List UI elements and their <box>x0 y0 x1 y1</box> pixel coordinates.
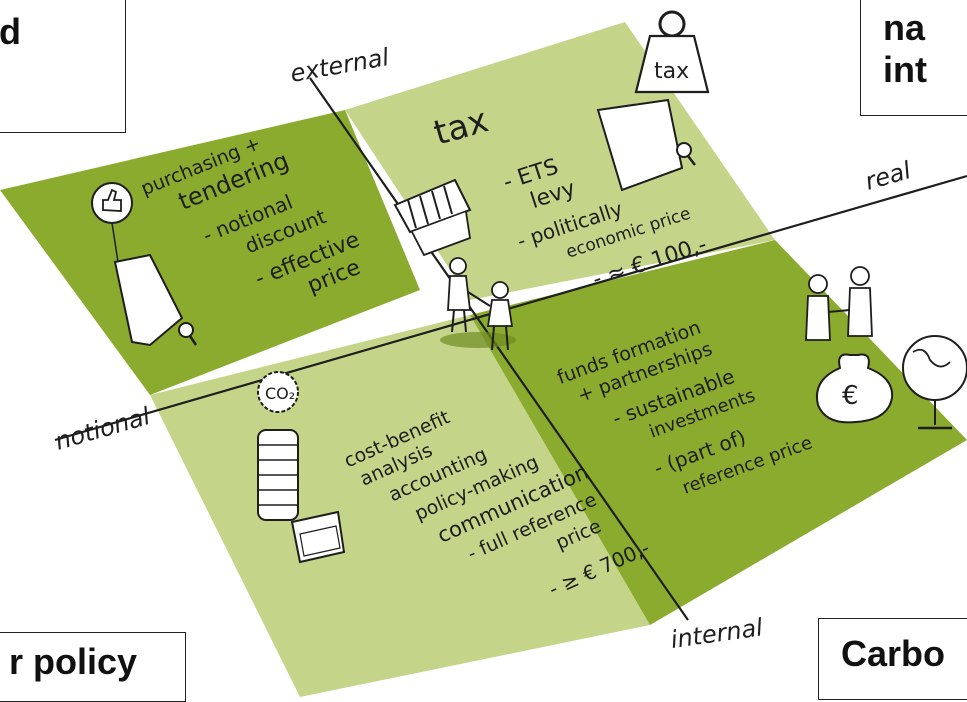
caption-box-bottom-right: Carbo <box>818 618 967 700</box>
caption-box-top-right: na int <box>860 0 967 116</box>
tax-weight-icon: tax <box>634 10 710 94</box>
caption-box-top-right-line-2: int <box>883 49 927 90</box>
caption-box-bottom-right-text: Carbo <box>841 633 946 674</box>
axis-notional-real <box>54 174 967 442</box>
thumbs-up-icon <box>91 182 133 263</box>
shop-awning-icon <box>393 178 472 257</box>
co2-cloud-icon: CO₂ <box>257 371 299 413</box>
quadrant-top-left <box>0 110 420 395</box>
caption-box-top-left-text: d <box>0 11 21 52</box>
axis-label-real: real <box>862 156 914 196</box>
caption-box-bottom-left-text: r policy <box>9 641 138 682</box>
document-icon <box>113 253 198 347</box>
caption-box-bottom-left: r policy <box>0 632 186 702</box>
tax-weight-label: tax <box>654 59 689 84</box>
caption-box-top-right-line-1: na <box>883 7 926 48</box>
globe-icon <box>902 335 967 430</box>
axis-label-notional: notional <box>52 402 154 456</box>
axis-label-internal: internal <box>669 613 765 654</box>
money-bag-icon: € <box>816 353 894 424</box>
calculator-icon <box>290 510 346 564</box>
axis-external-internal <box>309 77 689 621</box>
money-bag-label: € <box>842 381 859 411</box>
tax-document-icon <box>596 98 696 192</box>
coin-stack-icon <box>257 429 299 521</box>
co2-label: CO₂ <box>265 384 295 403</box>
quadrant-bottom-right <box>470 240 967 625</box>
handshake-people-icon <box>440 257 516 351</box>
caption-box-top-left: d <box>0 0 126 133</box>
axis-label-external: external <box>288 43 391 88</box>
people-pair-icon <box>805 266 873 341</box>
